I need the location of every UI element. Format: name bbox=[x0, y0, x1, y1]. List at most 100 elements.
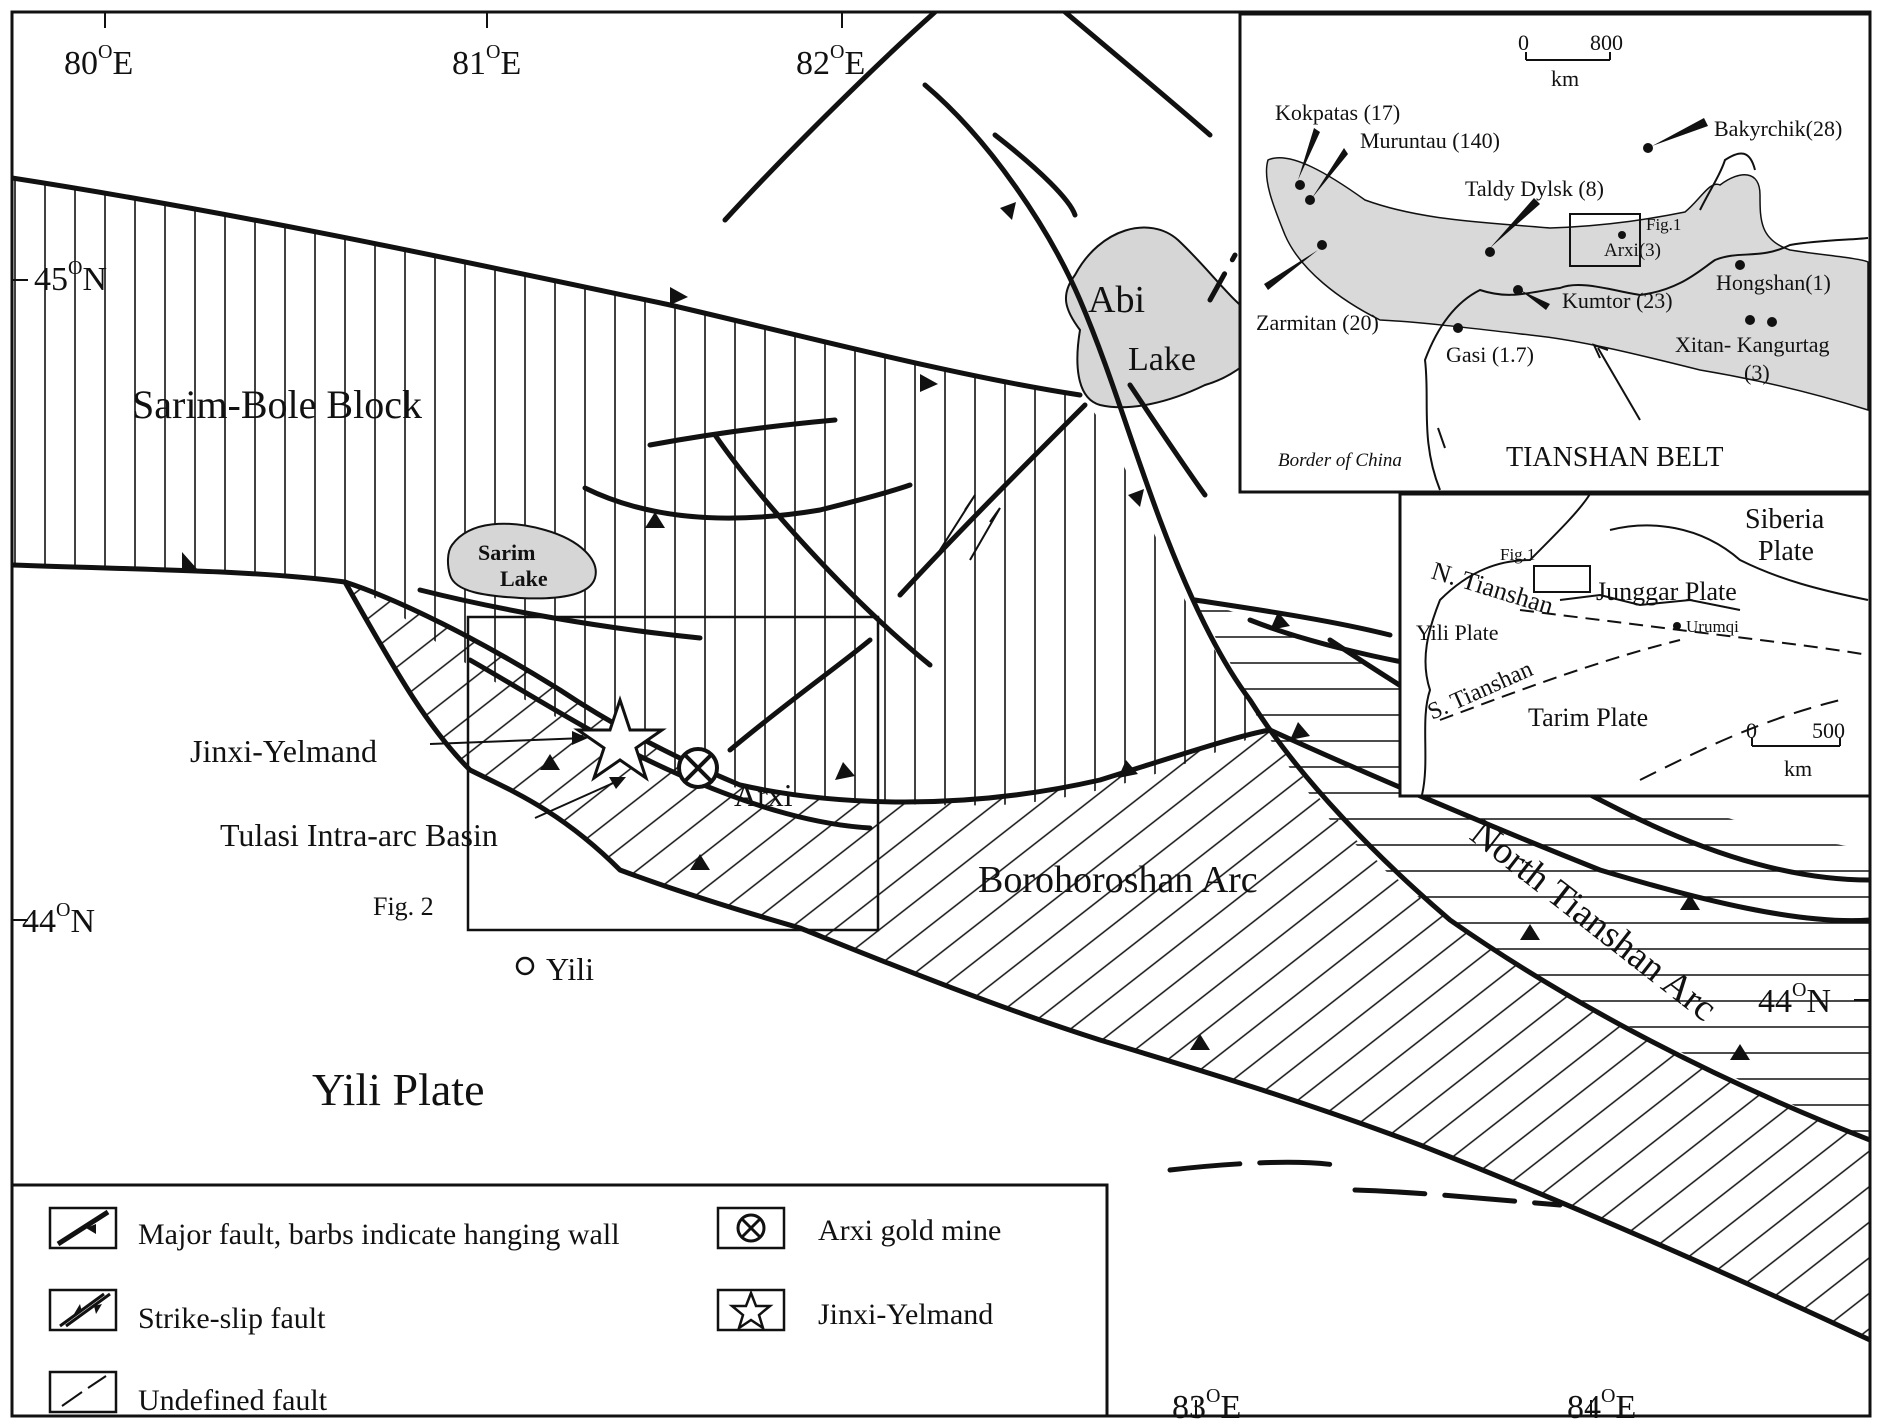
internal-fault-f bbox=[727, 637, 873, 753]
lon-81-label: 81OE bbox=[452, 41, 521, 82]
svg-text:Taldy Dylsk (8): Taldy Dylsk (8) bbox=[1465, 176, 1604, 201]
svg-text:Bakyrchik(28): Bakyrchik(28) bbox=[1714, 116, 1842, 141]
legend-arxi-mine-label: Arxi gold mine bbox=[818, 1214, 1001, 1247]
sarim-bole-north-fault bbox=[12, 175, 1083, 398]
lon-80-label: 80OE bbox=[64, 41, 133, 82]
graticule-labels: 80OE 81OE 82OE 45ON 44ON 44ON 83OE 84OE bbox=[22, 41, 1831, 1426]
arxi-mine-symbol bbox=[677, 747, 719, 789]
nt-fault-1 bbox=[1267, 727, 1870, 924]
jinxi-pointer bbox=[429, 737, 586, 745]
lon-82-label: 82OE bbox=[796, 41, 865, 82]
svg-text:500: 500 bbox=[1812, 718, 1845, 743]
internal-fault-e bbox=[897, 402, 1088, 598]
major-fault-icon bbox=[48, 1206, 118, 1250]
svg-text:(3): (3) bbox=[1744, 360, 1770, 385]
svg-text:km: km bbox=[1784, 756, 1812, 781]
legend-undefined-label: Undefined fault bbox=[138, 1384, 328, 1417]
svg-text:Junggar Plate: Junggar Plate bbox=[1596, 577, 1737, 606]
svg-text:Xitan- Kangurtag: Xitan- Kangurtag bbox=[1675, 332, 1830, 357]
svg-text:Arxi(3): Arxi(3) bbox=[1604, 240, 1661, 261]
arxi-label: Arxi bbox=[734, 777, 793, 813]
internal-fault-b bbox=[582, 482, 913, 521]
inset-regional-plates: Siberia Plate Fig.1 N. Tianshan Junggar … bbox=[1398, 492, 1872, 798]
svg-text:Zarmitan (20): Zarmitan (20) bbox=[1256, 310, 1379, 335]
northeast-fault-2 bbox=[1062, 12, 1213, 138]
jinxi-star-symbol bbox=[573, 695, 667, 782]
svg-text:0: 0 bbox=[1518, 30, 1529, 55]
svg-text:Siberia: Siberia bbox=[1745, 504, 1825, 535]
fig1-box-top bbox=[1569, 213, 1641, 267]
star-icon bbox=[716, 1288, 786, 1332]
borohoroshan-south-fault bbox=[342, 579, 1870, 1343]
sarim-lake bbox=[446, 522, 597, 600]
svg-text:Muruntau (140): Muruntau (140) bbox=[1360, 128, 1500, 153]
northeast-fault-3 bbox=[992, 132, 1078, 218]
sarim-bole-block-area bbox=[12, 178, 1270, 806]
legend-item-undefined: Undefined fault bbox=[48, 1370, 328, 1417]
legend-strike-slip-label: Strike-slip fault bbox=[138, 1302, 326, 1335]
legend-item-arxi-mine: Arxi gold mine bbox=[716, 1206, 1001, 1250]
legend-jinxi-label: Jinxi-Yelmand bbox=[818, 1298, 993, 1331]
svg-text:Urumqi: Urumqi bbox=[1686, 617, 1739, 636]
legend-item-jinxi: Jinxi-Yelmand bbox=[716, 1288, 993, 1332]
lat-45-label: 45ON bbox=[34, 257, 107, 298]
svg-text:Hongshan(1): Hongshan(1) bbox=[1716, 270, 1831, 295]
undefined-fault-1 bbox=[1207, 252, 1238, 303]
svg-text:Border of China: Border of China bbox=[1278, 450, 1402, 471]
strike-slip-arrow-2 bbox=[969, 507, 1001, 561]
internal-fault-d bbox=[712, 432, 933, 668]
sarim-lake-label-2: Lake bbox=[500, 566, 548, 591]
borohoroshan-arc-area bbox=[345, 582, 1870, 1340]
legend-item-major-fault: Major fault, barbs indicate hanging wall bbox=[48, 1206, 620, 1251]
mine-symbol-icon bbox=[716, 1206, 786, 1250]
china-border bbox=[1423, 237, 1869, 491]
lon-84-label: 84OE bbox=[1567, 1385, 1636, 1426]
jinxi-label: Jinxi-Yelmand bbox=[190, 733, 377, 769]
svg-text:Kokpatas (17): Kokpatas (17) bbox=[1275, 100, 1400, 125]
main-map-body bbox=[12, 12, 1870, 1416]
tianshan-belt-shape bbox=[1265, 157, 1869, 412]
undefined-fault-2 bbox=[1167, 1159, 1338, 1173]
tulasi-pointer bbox=[534, 779, 621, 819]
yili-plate-label: Yili Plate bbox=[312, 1064, 485, 1115]
sarim-bole-label: Sarim-Bole Block bbox=[132, 382, 422, 427]
north-tianshan-arc-area bbox=[1195, 600, 1870, 1140]
sarim-lake-label-1: Sarim bbox=[478, 540, 535, 565]
legend-major-fault-label: Major fault, barbs indicate hanging wall bbox=[138, 1218, 620, 1251]
lon-83-label: 83OE bbox=[1172, 1385, 1241, 1426]
inset-tianshan-belt: 0 800 km Kokpatas (17) Muruntau (140) Ba… bbox=[1238, 12, 1872, 494]
abi-lake bbox=[1064, 226, 1264, 409]
china-border-north bbox=[1699, 152, 1756, 211]
strike-slip-arrow-1 bbox=[939, 494, 976, 551]
svg-text:800: 800 bbox=[1590, 30, 1623, 55]
fig2-label: Fig. 2 bbox=[373, 892, 434, 921]
internal-fault-a bbox=[647, 417, 838, 448]
svg-text:Fig.1: Fig.1 bbox=[1500, 545, 1535, 564]
svg-text:km: km bbox=[1551, 66, 1579, 91]
svg-text:Gasi (1.7): Gasi (1.7) bbox=[1446, 342, 1534, 367]
lat-44-label: 44ON bbox=[22, 899, 95, 940]
svg-text:Fig.1: Fig.1 bbox=[1646, 215, 1681, 234]
tulasi-label: Tulasi Intra-arc Basin bbox=[220, 817, 498, 853]
fault-barbs bbox=[182, 202, 1750, 1060]
svg-text:Kumtor (23): Kumtor (23) bbox=[1562, 288, 1673, 313]
fig1-box-bottom bbox=[1533, 565, 1591, 593]
yili-city-label: Yili bbox=[546, 951, 594, 987]
undefined-fault-icon bbox=[48, 1370, 118, 1414]
abi-lake-fault bbox=[922, 82, 1870, 1143]
nt-fault-4 bbox=[1192, 597, 1393, 638]
svg-text:Plate: Plate bbox=[1758, 536, 1814, 567]
northeast-fault-1 bbox=[722, 12, 938, 223]
strike-slip-icon bbox=[48, 1288, 118, 1332]
abi-lake-label-2: Lake bbox=[1128, 341, 1196, 378]
northeast-fault-4 bbox=[1127, 382, 1208, 498]
yili-city-marker bbox=[515, 956, 535, 976]
svg-text:Tarim Plate: Tarim Plate bbox=[1528, 703, 1648, 732]
borohoroshan-label: Borohoroshan Arc bbox=[978, 859, 1258, 901]
svg-text:Yili Plate: Yili Plate bbox=[1416, 620, 1499, 645]
undefined-fault-3 bbox=[1352, 1187, 1563, 1208]
lat-44-right-label: 44ON bbox=[1758, 979, 1831, 1020]
abi-lake-label-1: Abi bbox=[1088, 279, 1145, 321]
legend-item-strike-slip: Strike-slip fault bbox=[48, 1288, 326, 1335]
